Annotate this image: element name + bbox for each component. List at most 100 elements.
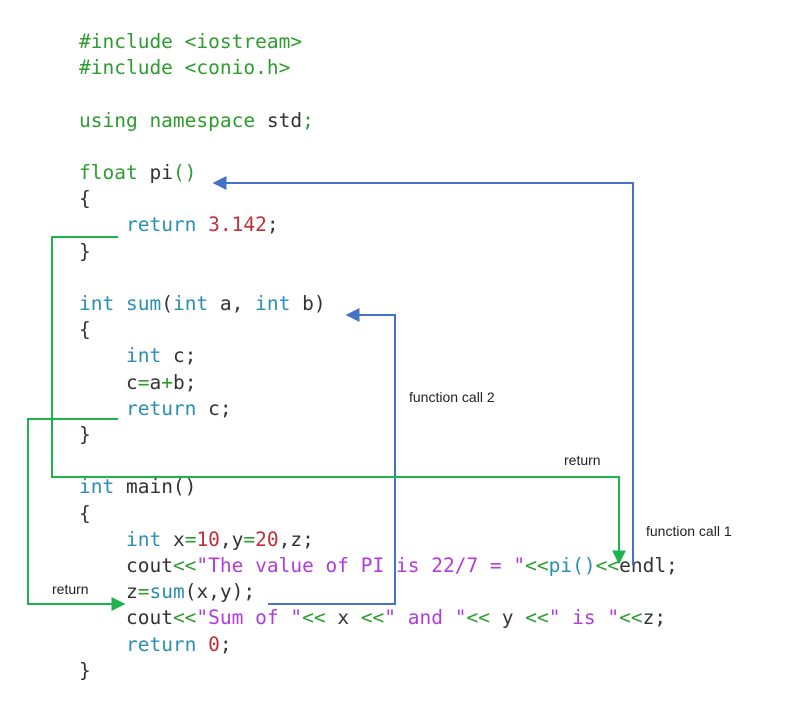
code-line: } xyxy=(79,239,91,265)
code-token: int xyxy=(172,292,220,315)
code-token: using namespace xyxy=(79,108,267,132)
code-token: } xyxy=(79,239,91,263)
code-token: std xyxy=(266,108,303,132)
code-line: } xyxy=(79,422,91,448)
code-token: z; xyxy=(642,606,667,630)
code-token: (x,y); xyxy=(184,580,256,604)
code-token: y xyxy=(231,527,244,551)
return-pi-label: return xyxy=(564,452,601,468)
return-sum-arrow xyxy=(27,418,126,611)
code-line: z=sum(x,y); xyxy=(79,579,255,605)
code-line: #include <iostream> xyxy=(79,29,302,55)
code-token: c; xyxy=(172,344,197,368)
code-line: int sum(int a, int b) xyxy=(79,291,326,317)
code-token: a xyxy=(149,370,162,394)
code-token: z xyxy=(125,580,138,604)
code-token: { xyxy=(79,318,91,342)
code-line: cout<<"Sum of "<< x <<" and "<< y <<" is… xyxy=(79,605,666,631)
code-line: } xyxy=(79,658,91,684)
code-token: << xyxy=(619,606,643,630)
code-line: { xyxy=(79,501,91,527)
code-token: return xyxy=(125,213,209,237)
code-token: #include <conio.h> xyxy=(79,56,291,80)
code-token: ( xyxy=(161,292,173,315)
code-token: () xyxy=(172,161,197,184)
code-token: ; xyxy=(219,632,232,656)
code-token: return xyxy=(125,632,209,656)
code-token: x xyxy=(337,606,361,630)
code-token: b) xyxy=(302,292,326,315)
code-token: c xyxy=(125,370,138,394)
code-token: = xyxy=(137,370,150,394)
function-call-1-label: function call 1 xyxy=(646,523,732,539)
code-token: << xyxy=(172,554,197,577)
code-token: ; xyxy=(266,213,279,237)
code-token: 3.142 xyxy=(208,213,267,237)
code-token: , xyxy=(219,527,232,551)
code-token: { xyxy=(79,501,91,525)
code-token: = xyxy=(137,580,150,604)
code-token: int xyxy=(125,527,173,551)
code-line: int c; xyxy=(79,343,196,369)
code-token: << xyxy=(525,554,549,577)
function-call-2-label: function call 2 xyxy=(409,389,495,405)
code-token: " is " xyxy=(548,606,620,630)
code-token: 0 xyxy=(208,632,220,656)
code-token: int xyxy=(79,292,126,315)
code-line: { xyxy=(79,186,91,212)
code-token: = xyxy=(184,527,197,551)
code-line: return 0; xyxy=(79,632,232,658)
code-token: << xyxy=(525,606,549,630)
function-call-1-arrow xyxy=(212,176,634,565)
code-line: using namespace std; xyxy=(79,108,314,134)
code-token: cout xyxy=(125,606,173,630)
code-line: int main() xyxy=(79,474,196,500)
code-line: { xyxy=(79,317,91,343)
code-line: cout<<"The value of PI is 22/7 = "<<pi()… xyxy=(79,553,678,579)
code-token: << xyxy=(172,606,197,630)
code-line: c=a+b; xyxy=(79,370,196,396)
code-token: a, xyxy=(219,292,256,315)
code-token: 20 xyxy=(255,527,279,551)
code-token: << xyxy=(466,606,502,630)
code-token: = xyxy=(243,527,256,551)
return-pi-arrow xyxy=(51,236,626,565)
code-token: b; xyxy=(172,370,197,394)
code-token: #include <iostream> xyxy=(79,30,303,53)
code-token: c; xyxy=(208,396,232,420)
code-token: main() xyxy=(125,475,197,499)
code-token: sum xyxy=(125,292,162,315)
function-call-2-arrow xyxy=(268,308,396,605)
code-token: ,z; xyxy=(278,527,314,551)
code-token: pi xyxy=(149,161,173,184)
code-line: return 3.142; xyxy=(79,212,279,238)
code-token: x xyxy=(172,527,185,551)
code-token: + xyxy=(161,370,173,394)
code-token: int xyxy=(125,344,173,368)
code-token: << xyxy=(360,606,385,630)
code-token: } xyxy=(79,423,91,446)
code-line: return c; xyxy=(79,396,232,422)
code-token: pi() xyxy=(548,554,596,577)
code-line: int x=10,y=20,z; xyxy=(79,527,314,553)
code-token: << xyxy=(302,606,338,630)
code-token: 10 xyxy=(196,527,220,551)
code-token: int xyxy=(255,292,303,315)
code-token: "Sum of " xyxy=(196,606,303,630)
code-token: cout xyxy=(125,554,173,577)
code-line: #include <conio.h> xyxy=(79,55,290,81)
code-line: float pi() xyxy=(79,160,196,186)
return-sum-label: return xyxy=(52,581,89,597)
code-token: y xyxy=(501,606,526,630)
code-token: "The value of PI is 22/7 = " xyxy=(196,554,526,577)
code-token: int xyxy=(79,475,126,499)
code-token: { xyxy=(79,187,91,211)
code-token: sum xyxy=(149,580,185,604)
code-token: " and " xyxy=(384,606,467,630)
code-token: float xyxy=(79,161,150,184)
code-token: ; xyxy=(302,108,314,132)
code-token: } xyxy=(79,658,91,682)
code-token: return xyxy=(125,396,209,420)
